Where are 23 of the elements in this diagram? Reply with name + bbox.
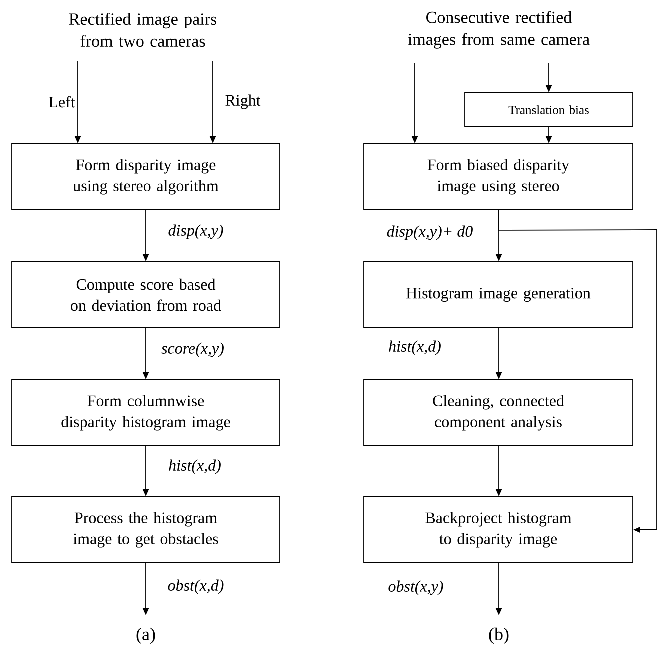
edge-label: hist(x,d) bbox=[169, 460, 221, 474]
edge-label: Right bbox=[226, 94, 261, 110]
process-box: Histogram image generation bbox=[364, 262, 634, 328]
process-box: Compute score based on deviation from road bbox=[12, 262, 280, 328]
process-box: Translation bias bbox=[464, 92, 634, 128]
edge-label: obst(x,y) bbox=[388, 580, 444, 596]
process-box: Form disparity image using stereo algorithm bbox=[12, 144, 280, 210]
panel-label: (b) bbox=[489, 628, 509, 644]
edge-label: Left bbox=[49, 96, 76, 108]
edge-label: hist(x,d) bbox=[389, 340, 441, 356]
process-box: Cleaning, connected component analysis bbox=[364, 380, 634, 446]
process-box: Backproject histogram to disparity image bbox=[364, 496, 634, 564]
input-label: Consecutive rectified images from same camera bbox=[408, 11, 590, 49]
process-box: Form columnwise disparity histogram image bbox=[12, 380, 280, 446]
input-label: Rectified image pairs from two cameras bbox=[69, 12, 217, 48]
process-box: Process the histogram image to get obstacles bbox=[12, 496, 280, 564]
edge-label: obst(x,d) bbox=[168, 580, 224, 594]
arrow bbox=[498, 210, 658, 534]
edge-label: score(x,y) bbox=[162, 342, 224, 358]
edge-label: disp(x,y)+ d0 bbox=[387, 226, 473, 240]
panel-label: (a) bbox=[136, 628, 156, 644]
edge-label: disp(x,y) bbox=[168, 224, 224, 240]
process-box: Form biased disparity image using stereo bbox=[364, 144, 634, 210]
